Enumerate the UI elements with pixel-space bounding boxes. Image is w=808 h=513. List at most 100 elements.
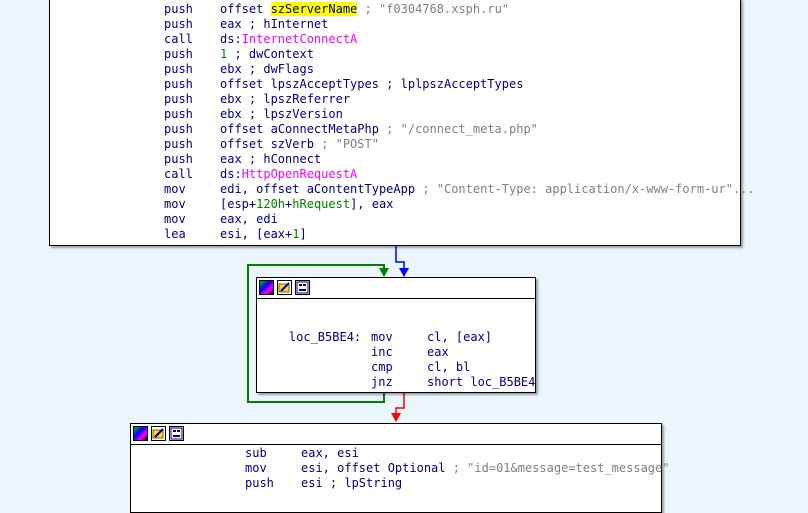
operand-text[interactable]: hRequest	[292, 197, 351, 211]
operands[interactable]: ebx ; dwFlags	[220, 62, 314, 77]
mnemonic[interactable]: push	[164, 152, 193, 166]
mnemonic[interactable]: push	[164, 77, 193, 91]
operand-text[interactable]: esi, [eax+	[220, 227, 293, 241]
operand-text[interactable]: esi, offset Optional	[301, 461, 446, 475]
operand-text[interactable]: eax, edi	[220, 212, 278, 226]
loc-label[interactable]: loc_B5BE4:	[288, 330, 362, 344]
mnemonic[interactable]: mov	[164, 182, 186, 196]
graph-overview-icon[interactable]	[295, 280, 310, 295]
mnemonic[interactable]: call	[164, 167, 193, 181]
instruction-line[interactable]: push 1 ; dwContext	[50, 47, 740, 62]
operand-text[interactable]: offset	[220, 2, 271, 16]
mnemonic[interactable]: push	[164, 47, 193, 61]
operand-text[interactable]: offset lpszAcceptTypes ; lplpszAcceptTyp…	[220, 77, 524, 91]
api-name[interactable]: HttpOpenRequestA	[241, 167, 358, 181]
mnemonic[interactable]: cmp	[371, 360, 393, 374]
operands[interactable]: 1 ; dwContext	[220, 47, 314, 62]
operand-text[interactable]: ds:	[220, 167, 242, 181]
instruction-line[interactable]: push ebx ; lpszVersion	[50, 107, 740, 122]
instruction-line[interactable]: lea esi, [eax+1]	[50, 227, 740, 242]
mnemonic[interactable]: push	[164, 92, 193, 106]
operand-text[interactable]: +	[285, 197, 293, 211]
operand-text[interactable]: offset aConnectMetaPhp	[220, 122, 379, 136]
operands[interactable]: cl, [eax]	[427, 330, 492, 345]
instruction-line[interactable]: mov [esp+120h+hRequest], eax	[50, 197, 740, 212]
operands[interactable]: offset szServerName ; "f0304768.xsph.ru"	[220, 2, 509, 17]
mnemonic[interactable]: mov	[164, 197, 186, 211]
operands[interactable]: eax	[427, 345, 449, 360]
highlighted-symbol[interactable]: szServerName	[270, 2, 358, 16]
operand-text[interactable]: eax ; hConnect	[220, 152, 322, 166]
mnemonic[interactable]: mov	[371, 330, 393, 344]
api-name[interactable]: InternetConnectA	[241, 32, 358, 46]
operand-text[interactable]: ds:	[220, 32, 242, 46]
instruction-line[interactable]: sub eax, esi	[131, 446, 661, 461]
operand-text[interactable]: 1	[220, 47, 228, 61]
operand-text[interactable]: eax ; hInternet	[220, 17, 329, 31]
mnemonic[interactable]: push	[164, 137, 193, 151]
mnemonic[interactable]: mov	[245, 461, 267, 475]
operands[interactable]: eax ; hInternet	[220, 17, 328, 32]
operand-text[interactable]: esi ; lpString	[301, 476, 403, 490]
operands[interactable]: eax, edi	[220, 212, 278, 227]
operands[interactable]: ebx ; lpszVersion	[220, 107, 343, 122]
instruction-line[interactable]: cmp cl, bl	[257, 360, 535, 375]
operands[interactable]: esi ; lpString	[301, 476, 402, 491]
block-label[interactable]: loc_B5BE4:	[260, 315, 361, 344]
operand-text[interactable]: [esp+	[220, 197, 257, 211]
mnemonic[interactable]: inc	[371, 345, 393, 359]
basic-block-bottom[interactable]: sub eax, esi mov esi, offset Optional ; "id…	[130, 423, 669, 513]
mnemonic[interactable]: jnz	[371, 375, 393, 389]
operands[interactable]: cl, bl	[427, 360, 470, 375]
operand-text[interactable]: ]	[299, 227, 307, 241]
operands[interactable]: offset szVerb ; "POST"	[220, 137, 379, 152]
operand-text[interactable]: 120h	[256, 197, 286, 211]
rename-icon[interactable]	[151, 426, 166, 441]
instruction-line[interactable]: push offset lpszAcceptTypes ; lplpszAccep…	[50, 77, 740, 92]
instruction-line[interactable]: mov eax, edi	[50, 212, 740, 227]
operand-text[interactable]: offset szVerb	[220, 137, 314, 151]
color-palette-icon[interactable]	[259, 280, 274, 295]
operands[interactable]: offset lpszAcceptTypes ; lplpszAcceptTyp…	[220, 77, 523, 92]
operand-text[interactable]: ebx ; lpszVersion	[220, 107, 343, 121]
operands[interactable]: eax, esi	[301, 446, 359, 461]
operand-text[interactable]: short loc_B5BE4	[427, 375, 536, 389]
operand-text[interactable]: cl, bl	[427, 360, 471, 374]
mnemonic[interactable]: push	[164, 107, 193, 121]
instruction-line[interactable]: push offset szServerName ; "f0304768.xsph…	[50, 2, 740, 17]
instruction-line[interactable]: mov esi, offset Optional ; "id=01&message…	[131, 461, 669, 476]
instruction-line[interactable]: call ds:HttpOpenRequestA	[50, 167, 740, 182]
operand-text[interactable]: 1	[292, 227, 300, 241]
mnemonic[interactable]: sub	[245, 446, 267, 460]
rename-icon[interactable]	[277, 280, 292, 295]
color-palette-icon[interactable]	[133, 426, 148, 441]
instruction-line[interactable]: push eax ; hConnect	[50, 152, 740, 167]
mnemonic[interactable]: mov	[164, 212, 186, 226]
operands[interactable]: esi, offset Optional ; "id=01&message=te…	[301, 461, 669, 476]
mnemonic[interactable]: lea	[164, 227, 186, 241]
instruction-line[interactable]: inc eax	[257, 345, 535, 360]
operands[interactable]: esi, [eax+1]	[220, 227, 307, 242]
operand-text[interactable]: ebx ; dwFlags	[220, 62, 314, 76]
operands[interactable]: ebx ; lpszReferrer	[220, 92, 350, 107]
basic-block-top[interactable]: push offset szServerName ; "f0304768.xsph…	[49, 0, 755, 246]
mnemonic[interactable]: push	[164, 17, 193, 31]
graph-overview-icon[interactable]	[169, 426, 184, 441]
operand-text[interactable]: cl, [eax]	[427, 330, 493, 344]
operands[interactable]: ds:HttpOpenRequestA	[220, 167, 357, 182]
operands[interactable]: offset aConnectMetaPhp ; "/connect_meta.…	[220, 122, 538, 137]
operand-text[interactable]: ], eax	[350, 197, 394, 211]
operands[interactable]: edi, offset aContentTypeApp ; "Content-T…	[220, 182, 755, 197]
operand-text[interactable]: edi, offset aContentTypeApp	[220, 182, 416, 196]
operand-text[interactable]: eax	[427, 345, 449, 359]
instruction-line[interactable]: jnz short loc_B5BE4	[257, 375, 535, 390]
operands[interactable]: eax ; hConnect	[220, 152, 321, 167]
instruction-line[interactable]: mov edi, offset aContentTypeApp ; "Conten…	[50, 182, 755, 197]
operands[interactable]: short loc_B5BE4	[427, 375, 535, 390]
operand-text[interactable]: ; dwContext	[227, 47, 314, 61]
mnemonic[interactable]: push	[164, 2, 193, 16]
